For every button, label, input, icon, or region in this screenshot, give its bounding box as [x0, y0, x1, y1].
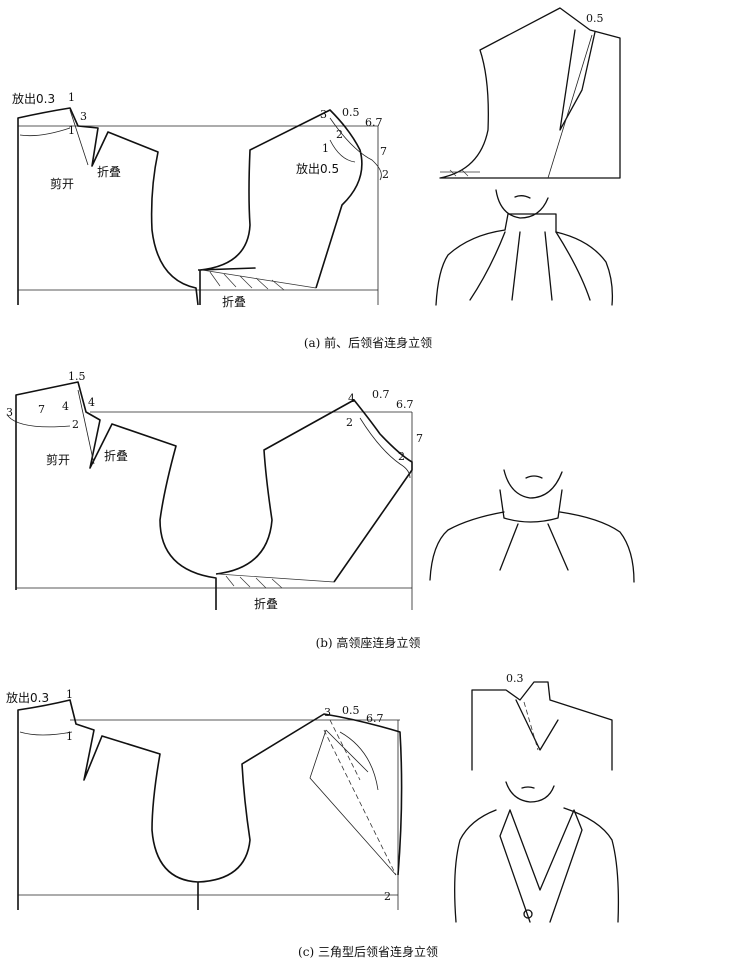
b-fold-upper: 折叠 — [104, 448, 128, 463]
b-wearer-illustration — [429, 469, 635, 583]
a-release-left: 放出0.3 — [12, 91, 55, 106]
b-num: 6.7 — [396, 398, 414, 411]
c-release-left: 放出0.3 — [6, 690, 49, 705]
b-num: 4 — [62, 400, 69, 413]
a-num: 3 — [80, 110, 87, 123]
a-cut-line — [69, 109, 89, 166]
c-num: 2 — [384, 890, 391, 903]
a-collar-arc-left — [19, 127, 71, 137]
a-num: 0.5 — [342, 106, 360, 119]
c-collar-arc-right — [339, 731, 379, 791]
a-num: 0.5 — [586, 12, 604, 25]
b-back-outline — [15, 381, 217, 610]
panel-c: 放出0.3 1 1 3 0.5 6.7 2 0.3 (c) 三角型后领省连身立领 — [0, 660, 736, 959]
b-front-outline — [215, 399, 413, 583]
b-num: 2 — [398, 450, 405, 463]
b-num: 4 — [88, 396, 95, 409]
c-num: 1 — [66, 688, 73, 701]
a-collar-closeup-illustration: 0.5 — [439, 7, 621, 179]
a-num: 7 — [380, 145, 387, 158]
a-fold-lower: 折叠 — [222, 294, 246, 309]
a-num: 3 — [320, 108, 327, 121]
c-num: 1 — [66, 730, 73, 743]
c-num: 0.5 — [342, 704, 360, 717]
caption-c: (c) 三角型后领省连身立领 — [298, 945, 438, 959]
b-collar-arc-right — [359, 417, 411, 479]
c-num: 0.3 — [506, 672, 524, 685]
b-num: 0.7 — [372, 388, 390, 401]
panel-b: 1.5 3 7 4 4 2 剪开 折叠 折叠 4 0.7 6.7 2 7 2 (… — [0, 360, 736, 660]
c-num: 6.7 — [366, 712, 384, 725]
panel-c-pattern-diagram: 放出0.3 1 1 3 0.5 6.7 2 0.3 — [6, 672, 620, 923]
a-fold-hatch — [201, 269, 317, 291]
a-collar-arc-right — [329, 117, 382, 181]
a-num: 1 — [68, 124, 75, 137]
a-cut-label: 剪开 — [50, 176, 74, 191]
b-num: 2 — [346, 416, 353, 429]
a-collar-arc-inner — [329, 139, 356, 163]
caption-a: (a) 前、后领省连身立领 — [303, 336, 433, 350]
b-num: 2 — [72, 418, 79, 431]
c-front-outline — [197, 713, 403, 883]
b-num: 3 — [6, 406, 13, 419]
b-num: 4 — [348, 392, 355, 405]
c-num: 3 — [324, 706, 331, 719]
a-num: 2 — [382, 168, 389, 181]
a-release-right: 放出0.5 — [296, 161, 339, 176]
b-cut-label: 剪开 — [46, 452, 70, 467]
c-triangle-dart — [309, 729, 397, 876]
b-fold-hatch — [217, 573, 335, 589]
a-num: 6.7 — [365, 116, 383, 129]
caption-b: (b) 高领座连身立领 — [315, 636, 421, 650]
a-front-outline — [197, 109, 363, 289]
b-collar-arc-left — [7, 415, 71, 428]
c-dart-dashed — [323, 719, 397, 876]
c-collar-arc-left — [19, 731, 73, 736]
c-back-outline — [17, 699, 199, 910]
b-num: 7 — [416, 432, 423, 445]
c-wearer-illustration — [454, 781, 620, 923]
a-num: 1 — [68, 91, 75, 104]
a-num: 1 — [322, 142, 329, 155]
b-num: 1.5 — [68, 370, 86, 383]
b-fold-lower: 折叠 — [254, 596, 278, 611]
panel-a-pattern-diagram: 放出0.3 1 3 1 剪开 折叠 折叠 3 0.5 6.7 2 1 7 放出0… — [12, 7, 621, 309]
a-back-outline — [17, 107, 199, 306]
a-num: 2 — [336, 128, 343, 141]
c-collar-closeup-illustration: 0.3 — [471, 672, 613, 771]
a-fold-upper: 折叠 — [97, 164, 121, 179]
b-num: 7 — [38, 403, 45, 416]
panel-b-pattern-diagram: 1.5 3 7 4 4 2 剪开 折叠 折叠 4 0.7 6.7 2 7 2 — [6, 370, 635, 611]
a-wearer-illustration — [435, 189, 614, 306]
b-cut-line — [77, 389, 95, 465]
panel-a: 放出0.3 1 3 1 剪开 折叠 折叠 3 0.5 6.7 2 1 7 放出0… — [0, 0, 736, 360]
